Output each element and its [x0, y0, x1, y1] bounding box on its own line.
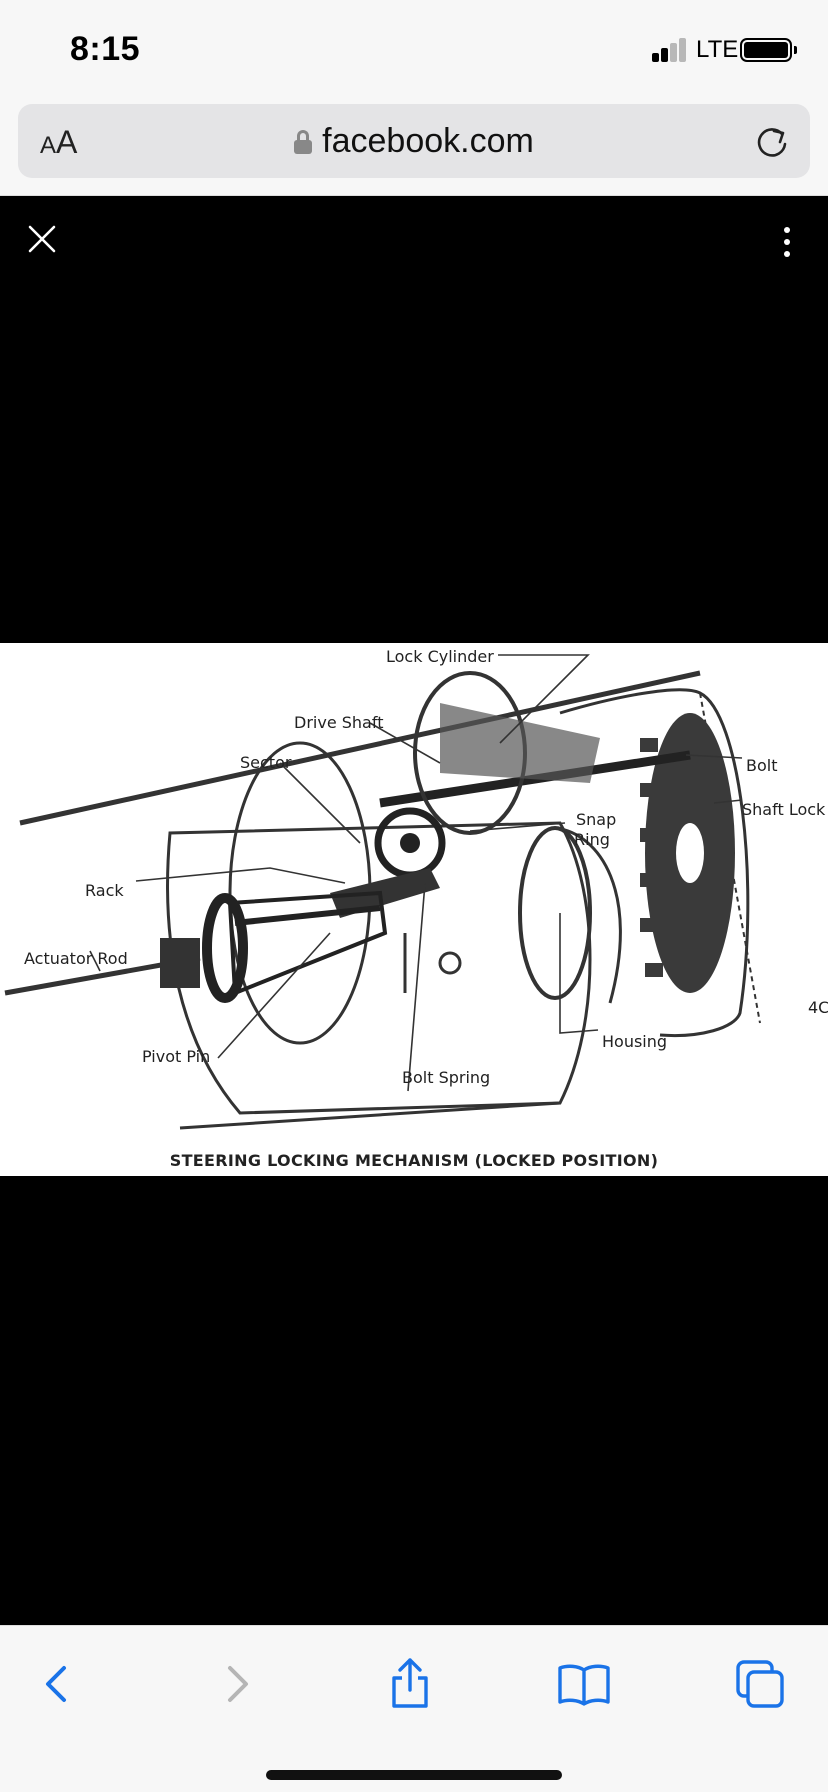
- url-field[interactable]: facebook.com: [18, 122, 810, 161]
- label-drive-shaft: Drive Shaft: [294, 713, 384, 732]
- home-indicator[interactable]: [266, 1770, 562, 1780]
- label-snap-ring-2: Ring: [574, 830, 610, 849]
- steering-lock-illustration: [4, 654, 761, 1130]
- photo-viewer: Lock Cylinder Drive Shaft Sector Bolt Sh…: [0, 197, 828, 1625]
- label-housing: Housing: [602, 1032, 668, 1051]
- close-icon[interactable]: [22, 219, 62, 259]
- reload-icon[interactable]: [752, 122, 792, 162]
- share-icon[interactable]: [380, 1654, 440, 1714]
- lock-icon: [294, 130, 313, 154]
- label-shaft-lock: Shaft Lock: [742, 800, 826, 819]
- label-bolt-spring: Bolt Spring: [402, 1068, 491, 1087]
- label-lock-cylinder: Lock Cylinder: [386, 647, 494, 666]
- more-vertical-icon[interactable]: [782, 227, 792, 257]
- network-type: LTE: [696, 36, 739, 63]
- status-time: 8:15: [70, 30, 141, 68]
- figure-number: 4C: [808, 998, 828, 1017]
- label-pivot-pin: Pivot Pin: [142, 1047, 211, 1066]
- diagram-image: Lock Cylinder Drive Shaft Sector Bolt Sh…: [0, 643, 828, 1176]
- tabs-icon[interactable]: [730, 1654, 790, 1714]
- label-sector: Sector: [240, 753, 292, 772]
- browser-chrome: AA facebook.com: [0, 100, 828, 196]
- label-snap-ring: Snap: [576, 810, 617, 829]
- cellular-signal-icon: [652, 36, 688, 62]
- label-actuator-rod: Actuator Rod: [24, 949, 128, 968]
- label-rack: Rack: [85, 881, 124, 900]
- label-bolt: Bolt: [746, 756, 778, 775]
- chevron-left-icon[interactable]: [28, 1654, 88, 1714]
- text-size-button[interactable]: AA: [40, 124, 78, 160]
- browser-toolbar: [0, 1625, 828, 1792]
- diagram-caption: STEERING LOCKING MECHANISM (LOCKED POSIT…: [169, 1151, 659, 1170]
- book-icon[interactable]: [554, 1654, 614, 1714]
- address-bar[interactable]: AA facebook.com: [18, 104, 810, 178]
- chevron-right-icon: [228, 1666, 248, 1702]
- battery-icon: [740, 38, 797, 62]
- status-bar: 8:15 LTE: [0, 0, 828, 100]
- url-text: facebook.com: [322, 122, 534, 160]
